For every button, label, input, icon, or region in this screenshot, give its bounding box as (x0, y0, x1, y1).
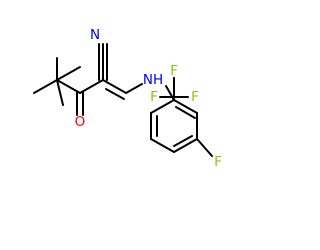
bond-carbonyl-alpha (79, 79, 104, 94)
tert-butyl-group (33, 57, 81, 106)
ring-bond-3-inner (173, 135, 193, 147)
chemical-structure-diagram: N O NH F F F F (33, 27, 222, 170)
bond-tbu-methyl-bottom-2 (56, 66, 81, 81)
ring-bond-1 (173, 99, 198, 114)
ring-bond-1-inner (175, 106, 196, 119)
trifluoromethyl-group (159, 77, 189, 101)
ring-bond-3 (173, 138, 198, 153)
bond-alkene-1 (102, 79, 127, 94)
bond-aryl-f (196, 138, 213, 157)
cf3-fluorine-top-label: F (170, 63, 178, 79)
ketone-group (76, 79, 104, 116)
cf3-fluorine-right-label: F (191, 89, 199, 105)
nitrile-group (98, 43, 108, 81)
aryl-ring (150, 99, 198, 153)
cf3-fluorine-left-label: F (150, 89, 158, 105)
nitrile-nitrogen-label: N (90, 27, 100, 43)
aryl-fluorine-label: F (214, 154, 222, 170)
bond-tbu-carbonyl (56, 79, 81, 94)
amine-nh-label: NH (143, 72, 163, 88)
bond-tbu-methyl-left (33, 79, 58, 94)
ring-bond-4 (150, 138, 175, 153)
ring-bond-6 (150, 99, 175, 114)
enamine-group (102, 79, 143, 100)
ketone-oxygen-label: O (75, 114, 86, 130)
bond-tbu-methyl-bottom (56, 79, 64, 106)
bond-vinyl-nh (125, 83, 143, 94)
bond-alkene-2 (105, 88, 125, 100)
